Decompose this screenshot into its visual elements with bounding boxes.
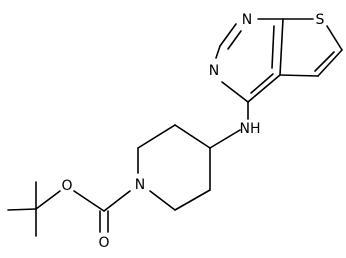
atom-labels: S N N NH N O O xyxy=(61,12,324,251)
bond-c3-c3a xyxy=(279,74,319,77)
bond-n7-c6 xyxy=(219,23,237,47)
bond-pip-n1-c6 xyxy=(149,190,176,211)
bond-c7a-c3a-inner xyxy=(271,25,275,69)
atom-n-left-label: N xyxy=(209,63,219,79)
atom-o-ester-label: O xyxy=(61,178,72,194)
bond-c4-c3a xyxy=(247,74,281,103)
bond-s-c2 xyxy=(326,25,343,51)
bond-c7a-c3a xyxy=(279,18,284,76)
bond-pip-c3-c2 xyxy=(137,124,176,149)
bonds xyxy=(7,18,343,237)
bond-n5-c4 xyxy=(221,81,249,103)
atom-n-piperidine-label: N xyxy=(135,177,145,193)
atom-nh-label: NH xyxy=(240,121,261,137)
atom-n-top-label: N xyxy=(242,12,252,28)
bond-n1-carbonyl xyxy=(103,190,131,212)
bond-c2-c3 xyxy=(317,49,343,77)
bond-pip-c6-c5 xyxy=(174,189,211,211)
bond-n7-c6-inner xyxy=(227,30,242,50)
bond-cquat-methyl-left xyxy=(7,208,37,211)
bond-oester-cquat xyxy=(35,190,61,210)
bond-c6-n5 xyxy=(215,45,221,59)
atom-s-label: S xyxy=(316,12,325,28)
bond-c4-c3a-inner xyxy=(250,73,274,94)
bond-nh-c4pip xyxy=(209,129,241,149)
atom-o-carbonyl-label: O xyxy=(98,235,109,251)
bond-c2-c3-inner xyxy=(314,51,335,72)
bond-carbonyl-oester xyxy=(73,190,105,212)
bond-pip-c4-c3 xyxy=(174,124,211,149)
